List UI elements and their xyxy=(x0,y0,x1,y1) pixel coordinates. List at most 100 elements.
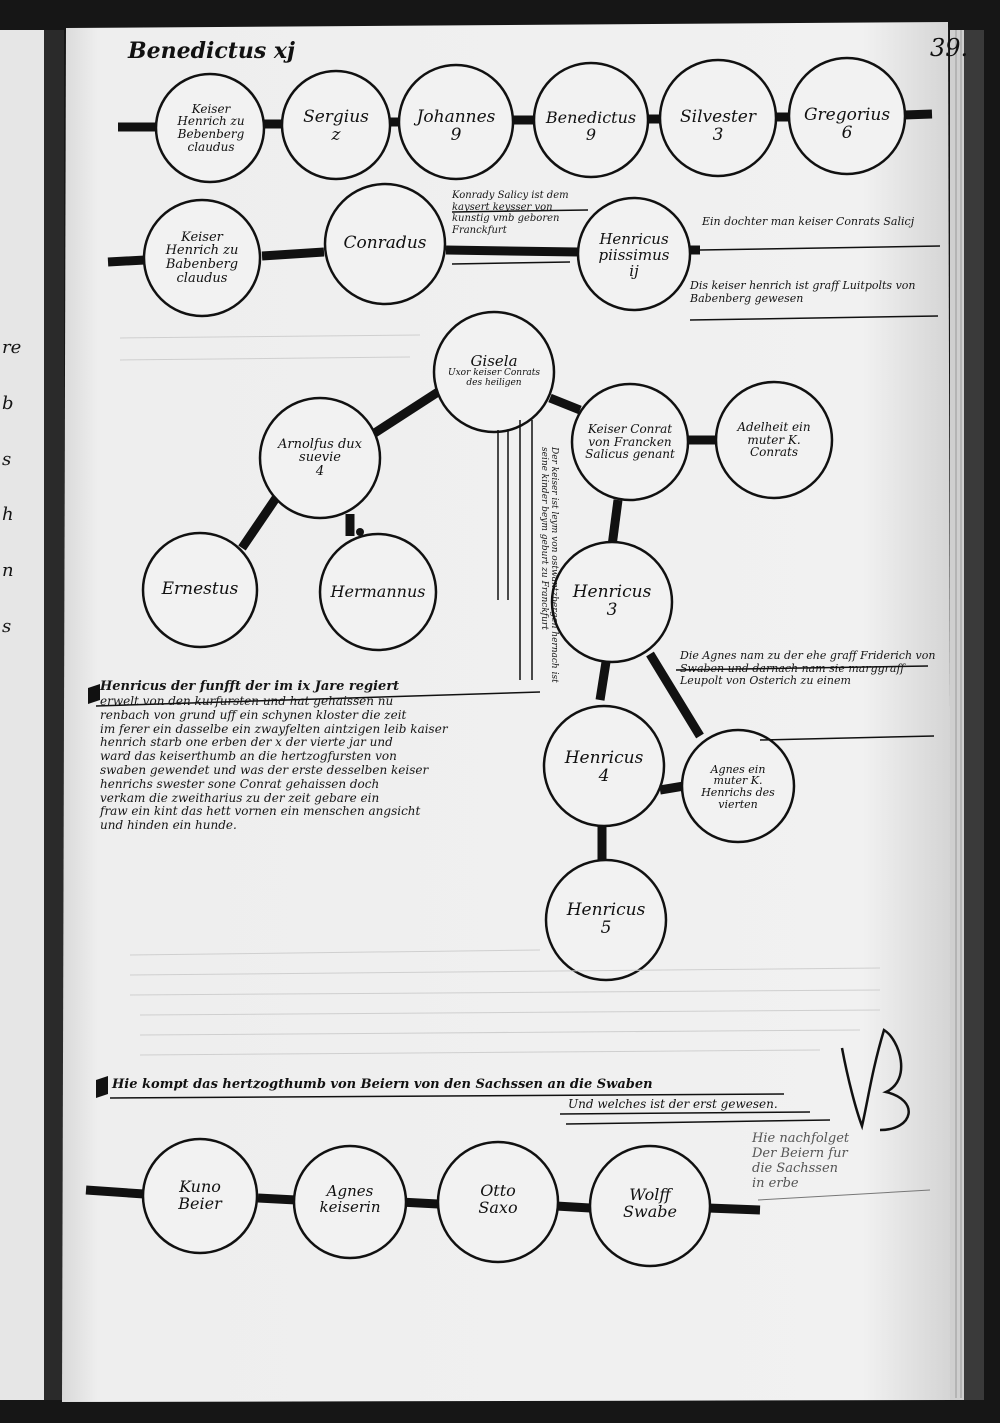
circle-label: Ernestus xyxy=(161,579,239,600)
circle-label: Silvester xyxy=(680,107,756,128)
margin-fragment: s xyxy=(2,448,12,470)
circle-agnes-keiserin: Agnes keiserin xyxy=(306,1172,394,1228)
circle-label: Gisela xyxy=(470,351,518,370)
circle-label: Otto Saxo xyxy=(478,1181,518,1217)
circle-label: Keiser Henrich zu Babenberg claudus xyxy=(165,229,239,286)
tree-circles xyxy=(141,310,834,982)
circle-kuno-beier: Kuno Beier xyxy=(156,1168,244,1224)
second-chain-rules xyxy=(451,209,941,321)
bottom-heading: Hie kompt das hertzogthumb von Beiern vo… xyxy=(112,1077,653,1092)
vertical-note-frame xyxy=(497,420,533,680)
note-line: renbach von grund uff ein schynen kloste… xyxy=(100,707,407,722)
circle-keiser-henrich-second: Keiser Henrich zu Babenberg claudus xyxy=(152,212,252,304)
bottom-subheading: Und welches ist der erst gewesen. xyxy=(568,1097,778,1111)
circle-label: Benedictus xyxy=(545,108,637,128)
page-surface xyxy=(62,22,952,1402)
note-agnes: Die Agnes nam zu der ehe graff Friderich… xyxy=(680,649,936,688)
circle-label: Henricus piissimus xyxy=(598,230,670,265)
circle-label: Agnes ein muter K. Henrichs des vierten xyxy=(701,762,775,811)
bleed-through xyxy=(119,334,881,1056)
circle-henricus-3: Henricus 3 xyxy=(562,570,662,634)
circle-gisela: Gisela Uxor keiser Conrats des heiligen xyxy=(442,336,546,406)
monogram-strokes xyxy=(840,1028,910,1132)
main-note-rules xyxy=(95,665,935,741)
circle-label: Kuno Beier xyxy=(178,1177,222,1213)
circle-number: 4 xyxy=(315,463,325,479)
note-line: swaben gewendet und was der erste dessel… xyxy=(100,762,429,777)
circle-label: Henricus xyxy=(572,582,652,603)
circle-label: Keiser Conrat von Francken Salicus genan… xyxy=(585,422,675,462)
note-ein-dochter: Ein dochter man keiser Conrats Salicj xyxy=(702,215,915,228)
circle-johannes: Johannes 9 xyxy=(406,92,506,162)
note-line: im ferer ein dasselbe ein zwayfelten ain… xyxy=(100,721,448,736)
circle-label: Hermannus xyxy=(330,581,426,601)
circle-number: 9 xyxy=(450,125,462,145)
circle-label: Adelheit ein muter K. Conrats xyxy=(737,420,811,460)
gloss-line: Der Beiern fur xyxy=(752,1145,848,1161)
note-dis-keiser-henrich: Dis keiser henrich ist graff Luitpolts v… xyxy=(690,279,916,305)
circle-label: Gregorius xyxy=(803,105,891,126)
note-line: Henricus der funfft der im ix Jare regie… xyxy=(100,679,400,694)
circle-number: 4 xyxy=(598,766,610,786)
circle-label: Arnolfus dux suevie xyxy=(278,436,362,466)
facing-page xyxy=(0,30,50,1400)
circle-number: 9 xyxy=(585,125,597,144)
circle-keiser-henrich-top: Keiser Henrich zu Bebenberg claudus xyxy=(166,86,256,170)
vertical-note: Der keiser ist leym von ostwantzbergen h… xyxy=(538,447,559,683)
margin-fragment: n xyxy=(2,560,14,582)
folio-number: 39. xyxy=(930,34,969,62)
circle-number: 6 xyxy=(841,123,853,143)
left-margin-fragments: re b s h n s xyxy=(2,320,21,655)
bottom-heading-rules xyxy=(109,1093,831,1125)
second-chain-circles xyxy=(142,182,692,318)
margin-fragment: re xyxy=(2,337,22,358)
circle-label: Conradus xyxy=(343,233,427,254)
circle-henricus-5: Henricus 5 xyxy=(556,888,656,952)
margin-fragment: s xyxy=(2,615,12,637)
circle-silvester: Silvester 3 xyxy=(668,92,768,162)
circle-benedictus: Benedictus 9 xyxy=(540,92,642,162)
circle-label: Sergius xyxy=(303,107,369,128)
circle-henricus-piissimus: Henricus piissimus ij xyxy=(586,218,682,294)
page-edges xyxy=(950,30,964,1400)
circle-agnes: Agnes ein muter K. Henrichs des vierten xyxy=(690,748,786,826)
note-line: ward das keiserthumb an die hertzogfurst… xyxy=(100,749,397,764)
margin-fragment: b xyxy=(2,392,14,414)
bottom-chain-circles xyxy=(141,1137,712,1268)
circle-henricus-4: Henricus 4 xyxy=(554,736,654,800)
gloss-line: in erbe xyxy=(752,1175,799,1191)
top-chain-circles xyxy=(154,56,907,184)
circle-otto-saxo: Otto Saxo xyxy=(454,1172,542,1228)
gloss-strike xyxy=(757,1189,931,1201)
circle-gregorius: Gregorius 6 xyxy=(796,90,898,160)
circle-hermannus: Hermannus xyxy=(326,572,430,612)
bottom-chain-lines xyxy=(85,1185,761,1215)
paragraph-mark xyxy=(88,684,100,704)
note-line: verkam die zweitharius zu der zeit gebar… xyxy=(100,790,380,805)
tree-lines xyxy=(238,388,718,862)
circle-label: Johannes xyxy=(416,107,496,128)
page-header: Benedictus xj xyxy=(128,38,295,64)
circle-number: z xyxy=(331,125,341,145)
note-line: henrich starb one erben der x der vierte… xyxy=(100,735,393,750)
circle-keiser-conrat: Keiser Conrat von Francken Salicus genan… xyxy=(580,396,680,488)
margin-fragment: h xyxy=(2,504,14,526)
circle-label: Henricus xyxy=(564,748,644,769)
circle-arnolfus: Arnolfus dux suevie 4 xyxy=(268,420,372,496)
note-line: henrichs swester sone Conrat gehaissen d… xyxy=(100,776,380,791)
circle-label: Henricus xyxy=(566,900,646,921)
circle-conradus: Conradus xyxy=(335,222,435,266)
circle-note: Uxor keiser Conrats des heiligen xyxy=(447,368,540,388)
paragraph-mark-2 xyxy=(96,1076,108,1098)
circle-ernestus: Ernestus xyxy=(150,570,250,610)
marginal-gloss: Hie nachfolget Der Beiern fur die Sachss… xyxy=(752,1131,942,1192)
gloss-line: die Sachssen xyxy=(752,1160,839,1176)
note-line: fraw ein kint das hett vornen ein mensch… xyxy=(100,804,421,819)
circle-number: ij xyxy=(629,261,639,280)
circle-label: Wolff Swabe xyxy=(623,1185,677,1221)
circle-adelheit: Adelheit ein muter K. Conrats xyxy=(724,404,824,476)
ink-dot xyxy=(356,528,364,536)
note-line: und hinden ein hunde. xyxy=(100,818,237,833)
